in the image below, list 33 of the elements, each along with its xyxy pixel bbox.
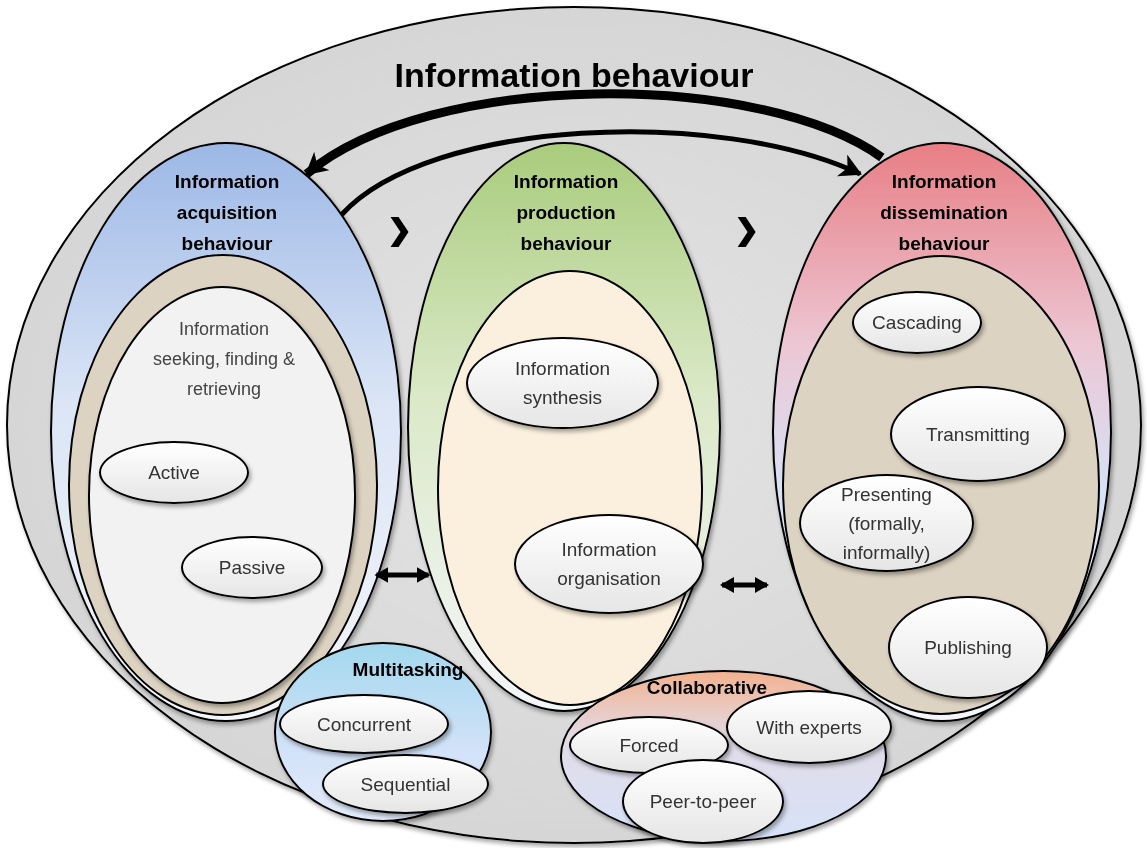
node-label: Sequential — [359, 772, 452, 797]
node-label: Information organisation — [556, 538, 662, 591]
node-label: Forced — [618, 733, 680, 758]
group-heading: Information seeking, finding & retrieving — [151, 318, 297, 401]
node-label: Presenting (formally, informally) — [840, 482, 933, 565]
double-arrow — [720, 577, 769, 593]
node-label: With experts — [755, 715, 863, 740]
node-label: Passive — [217, 556, 287, 580]
group-heading: Information production behaviour — [512, 170, 620, 256]
item-ellipse — [622, 759, 784, 844]
group-heading: Collaborative — [645, 676, 769, 700]
group-heading: Multitasking — [351, 658, 465, 682]
group-heading: Information acquisition behaviour — [173, 170, 281, 256]
item-ellipse — [279, 694, 449, 754]
node-label: Concurrent — [316, 712, 412, 737]
group-heading: Information behaviour — [393, 55, 755, 96]
item-ellipse — [569, 716, 729, 774]
item-ellipse — [322, 754, 489, 814]
node-label: Cascading — [871, 311, 963, 335]
double-arrow — [374, 567, 431, 583]
group-heading: Information dissemination behaviour — [879, 170, 1009, 256]
item-ellipse — [99, 441, 249, 504]
node-label: Publishing — [923, 636, 1013, 660]
item-ellipse — [181, 536, 323, 599]
node-label: Peer-to-peer — [648, 790, 758, 814]
node-label: Active — [147, 461, 201, 485]
node-label: Information synthesis — [513, 357, 611, 410]
chevron-arrow — [737, 217, 756, 247]
curved-arrow — [304, 89, 885, 178]
node-label: Transmitting — [925, 422, 1031, 447]
chevron-arrow — [390, 217, 409, 247]
curved-arrow — [340, 129, 863, 217]
group-ellipse — [274, 642, 492, 822]
